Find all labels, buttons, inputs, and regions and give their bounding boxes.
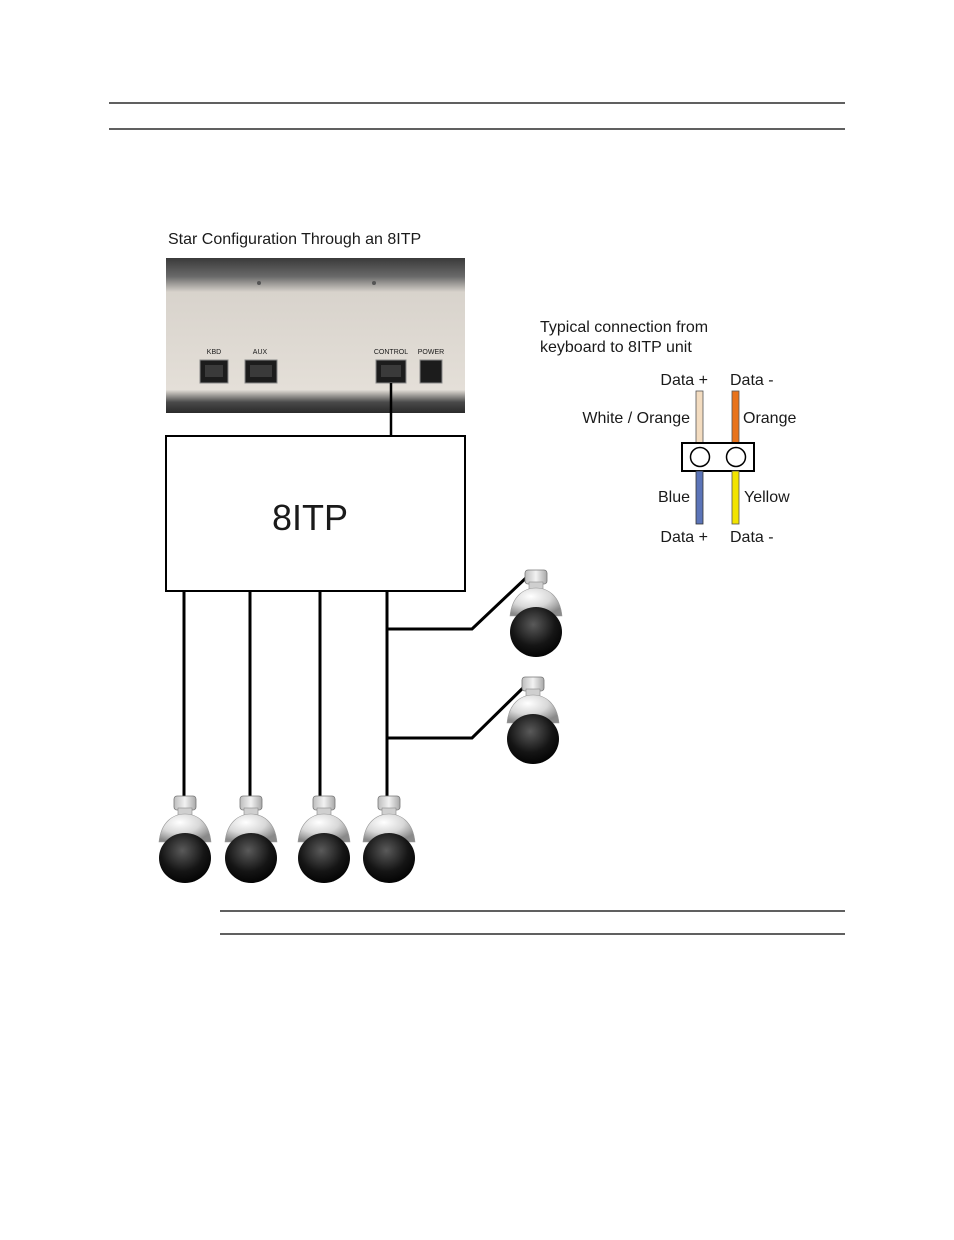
yellow-wire [732,471,739,524]
connection-caption-line1: Typical connection from [540,319,708,336]
top-right-signal-label: Data - [730,372,774,389]
footer-rules [220,911,845,934]
control-port [376,360,406,383]
connection-caption-line2: keyboard to 8ITP unit [540,339,692,356]
itp-unit-label: 8ITP [272,497,348,538]
kbd-port [200,360,228,383]
aux-port-label: AUX [253,349,268,356]
bottom-left-signal-label: Data + [660,529,708,546]
dome-camera-1 [159,796,211,883]
diagram-title: Star Configuration Through an 8ITP [168,231,421,248]
header-rules [109,103,845,129]
orange-wire [732,391,739,444]
dome-camera-5 [510,570,562,657]
bottom-left-wire-label: Blue [658,489,690,506]
aux-port [245,360,277,383]
terminal-screw-plus [691,448,710,467]
bottom-right-signal-label: Data - [730,529,774,546]
dome-camera-4 [363,796,415,883]
keyboard-rear-panel: KBD AUX CONTROL POWER [166,258,465,413]
terminal-block [682,443,754,471]
kbd-port-label: KBD [207,349,221,356]
camera-cables [184,576,528,800]
itp-unit: 8ITP [166,436,465,591]
top-left-wire-label: White / Orange [582,410,690,427]
white-orange-wire [696,391,703,444]
top-right-wire-label: Orange [743,410,796,427]
dome-camera-6 [507,677,559,764]
blue-wire [696,471,703,524]
connection-inset: Typical connection from keyboard to 8ITP… [540,319,796,546]
dome-camera-3 [298,796,350,883]
control-port-label: CONTROL [374,349,408,356]
top-left-signal-label: Data + [660,372,708,389]
terminal-screw-minus [727,448,746,467]
dome-camera-2 [225,796,277,883]
power-port [420,360,442,383]
bottom-right-wire-label: Yellow [744,489,790,506]
power-port-label: POWER [418,349,444,356]
